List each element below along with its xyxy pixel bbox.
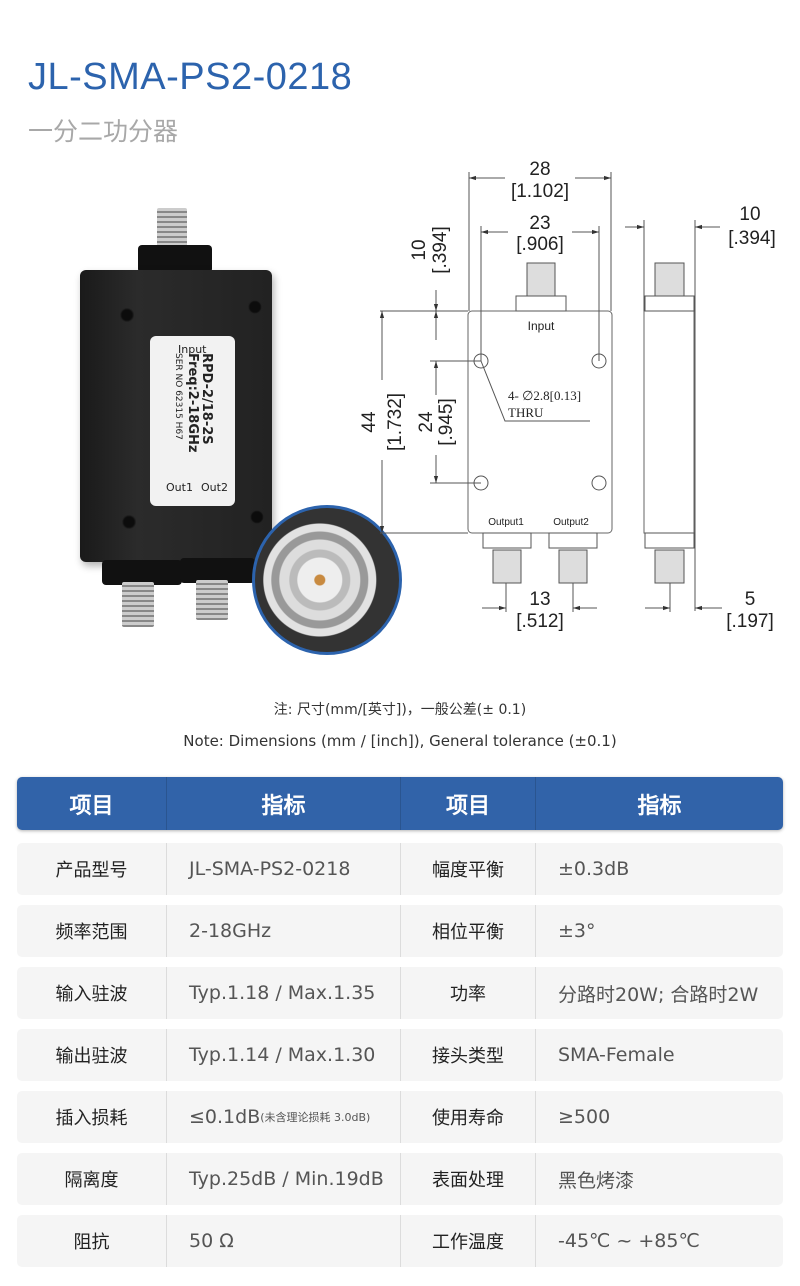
spec-value: 黑色烤漆 bbox=[558, 1169, 635, 1192]
spec-value: 50 Ω bbox=[167, 1215, 401, 1267]
dim-width-mm: 28 bbox=[529, 159, 550, 180]
dim-hole-vspacing-in: [.945] bbox=[436, 398, 457, 446]
note-cn: 注: 尺寸(mm/[英寸])，一般公差(± 0.1) bbox=[273, 702, 527, 718]
dim-output-spacing-mm: 13 bbox=[529, 589, 550, 610]
spec-name: 相位平衡 bbox=[401, 905, 536, 957]
table-row: 输入驻波 Typ.1.18 / Max.1.35 功率 分路时20W; 合路时2… bbox=[17, 967, 783, 1019]
spec-value: ≤0.1dB(未含理论损耗 3.0dB) bbox=[167, 1091, 401, 1143]
header-item: 项目 bbox=[17, 777, 167, 830]
dim-hole-vspacing-mm: 24 bbox=[416, 411, 437, 433]
spec-name: 使用寿命 bbox=[401, 1091, 536, 1143]
dim-output-spacing-in: [.512] bbox=[516, 611, 564, 632]
dim-hole-spacing-mm: 23 bbox=[529, 213, 550, 234]
output-flange bbox=[102, 560, 182, 585]
spec-value-text: 2-18GHz bbox=[189, 920, 272, 942]
spec-name: 输出驻波 bbox=[17, 1029, 167, 1081]
spec-value: Typ.1.18 / Max.1.35 bbox=[167, 967, 401, 1019]
header-value: 指标 bbox=[637, 793, 682, 819]
spec-value: Typ.25dB / Min.19dB bbox=[167, 1153, 401, 1205]
spec-value: JL-SMA-PS2-0218 bbox=[167, 843, 401, 895]
hole-note: 4- ∅2.8[0.13] bbox=[508, 388, 581, 403]
spec-name: 隔离度 bbox=[17, 1153, 167, 1205]
spec-value: -45℃ ~ +85℃ bbox=[558, 1230, 700, 1252]
note-en: Note: Dimensions (mm / [inch]), General … bbox=[183, 732, 617, 750]
dim-top-offset-mm: 10 bbox=[409, 239, 430, 260]
table-row: 频率范围 2-18GHz 相位平衡 ±3° bbox=[17, 905, 783, 957]
screw-icon bbox=[120, 308, 134, 322]
table-row: 插入损耗 ≤0.1dB(未含理论损耗 3.0dB) 使用寿命 ≥500 bbox=[17, 1091, 783, 1143]
table-row: 产品型号 JL-SMA-PS2-0218 幅度平衡 ±0.3dB bbox=[17, 843, 783, 895]
dim-top-offset-in: [.394] bbox=[430, 226, 451, 274]
screw-icon bbox=[248, 300, 262, 314]
spec-value-text: Typ.25dB / Min.19dB bbox=[189, 1168, 384, 1190]
spec-value: ±3° bbox=[558, 920, 596, 942]
spec-name: 工作温度 bbox=[401, 1215, 536, 1267]
product-title: JL-SMA-PS2-0218 bbox=[28, 56, 353, 98]
spec-value-text: JL-SMA-PS2-0218 bbox=[189, 858, 351, 880]
spec-value-text: 50 Ω bbox=[189, 1230, 234, 1252]
input-flange bbox=[138, 245, 212, 273]
input-connector bbox=[157, 208, 187, 248]
spec-name: 表面处理 bbox=[401, 1153, 536, 1205]
table-row: 隔离度 Typ.25dB / Min.19dB 表面处理 黑色烤漆 bbox=[17, 1153, 783, 1205]
output-flange bbox=[180, 558, 255, 583]
spec-value: 2-18GHz bbox=[167, 905, 401, 957]
spec-value: Typ.1.14 / Max.1.30 bbox=[167, 1029, 401, 1081]
spec-value-text: Typ.1.18 / Max.1.35 bbox=[189, 982, 376, 1004]
product-subtitle: 一分二功分器 bbox=[28, 117, 179, 146]
dim-width-in: [1.102] bbox=[511, 181, 569, 202]
spec-name: 功率 bbox=[401, 967, 536, 1019]
spec-value-text: ≤0.1dB bbox=[189, 1106, 261, 1128]
label-input-text: Input bbox=[178, 343, 207, 356]
dim-depth-mm: 10 bbox=[739, 204, 760, 225]
table-row: 输出驻波 Typ.1.14 / Max.1.30 接头类型 SMA-Female bbox=[17, 1029, 783, 1081]
spec-table-header: 项目 指标 项目 指标 bbox=[17, 777, 783, 830]
output1-connector bbox=[122, 582, 154, 627]
spec-name: 产品型号 bbox=[17, 843, 167, 895]
spec-name: 阻抗 bbox=[17, 1215, 167, 1267]
spec-value: ≥500 bbox=[558, 1106, 611, 1128]
device-label bbox=[150, 336, 235, 506]
dim-hole-spacing-in: [.906] bbox=[516, 234, 564, 255]
port-input-label: Input bbox=[528, 319, 555, 333]
spec-name: 输入驻波 bbox=[17, 967, 167, 1019]
spec-value-note: (未含理论损耗 3.0dB) bbox=[260, 1111, 371, 1124]
table-row: 阻抗 50 Ω 工作温度 -45℃ ~ +85℃ bbox=[17, 1215, 783, 1267]
spec-name: 插入损耗 bbox=[17, 1091, 167, 1143]
dim-conn-offset-mm: 5 bbox=[745, 589, 756, 610]
header-value: 指标 bbox=[167, 777, 401, 830]
spec-name: 接头类型 bbox=[401, 1029, 536, 1081]
dim-height-in: [1.732] bbox=[385, 393, 406, 451]
dimension-drawing: 28 [1.102] 23 [.906] 10 [.394] 44 [1.732… bbox=[359, 159, 776, 632]
spec-value: 分路时20W; 合路时2W bbox=[558, 983, 759, 1006]
spec-name: 幅度平衡 bbox=[401, 843, 536, 895]
header-item: 项目 bbox=[401, 777, 536, 830]
hole-note-thru: THRU bbox=[508, 405, 544, 420]
spec-name: 频率范围 bbox=[17, 905, 167, 957]
port-output1-label: Output1 bbox=[488, 517, 524, 528]
spec-value: SMA-Female bbox=[558, 1044, 675, 1066]
spec-value-text: Typ.1.14 / Max.1.30 bbox=[189, 1044, 376, 1066]
label-out1: Out1 bbox=[166, 481, 193, 494]
dim-height-mm: 44 bbox=[359, 411, 380, 433]
label-out2: Out2 bbox=[201, 481, 228, 494]
screw-icon bbox=[122, 515, 136, 529]
dim-conn-offset-in: [.197] bbox=[726, 611, 774, 632]
port-output2-label: Output2 bbox=[553, 517, 589, 528]
output2-connector bbox=[196, 580, 228, 620]
spec-value: ±0.3dB bbox=[558, 858, 630, 880]
dim-depth-in: [.394] bbox=[728, 228, 776, 249]
screw-icon bbox=[250, 510, 264, 524]
